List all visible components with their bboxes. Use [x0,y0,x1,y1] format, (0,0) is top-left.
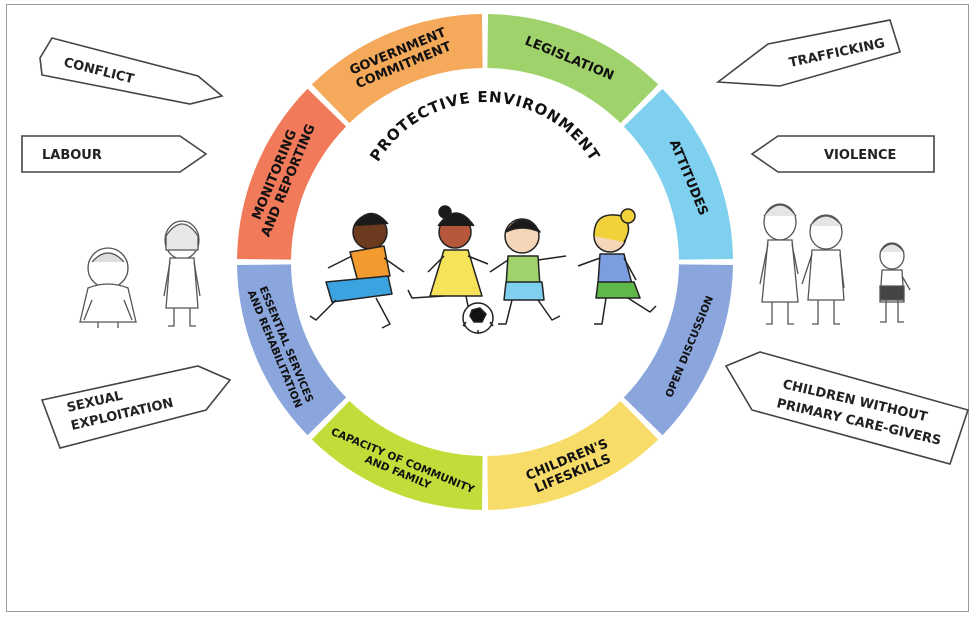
ring-segment-lifeskills [487,400,659,510]
ring-segment-services [237,264,347,436]
child-running-2 [407,205,489,327]
soccer-ball [462,302,494,334]
child-running-3 [489,218,567,325]
threat-arrow-conflict: CONFLICT [39,37,224,105]
threat-label-violence: VIOLENCE [824,148,896,163]
threat-label-labour: LABOUR [42,148,102,163]
ring-segment-open-discussion [623,264,733,436]
ring-segment-monitoring [237,88,347,260]
center-title-text: PROTECTIVE ENVIRONMENT [366,88,603,165]
threat-arrow-violence: VIOLENCE [750,135,935,173]
ring-segment-legislation [487,14,659,124]
ring-segment-attitudes [623,88,733,260]
protective-ring [237,14,733,510]
threat-arrow-trafficking: TRAFFICKING [715,19,902,87]
center-title: PROTECTIVE ENVIRONMENT [366,88,604,165]
threat-arrow-sexual-exploitation: SEXUAL EXPLOITATION [40,365,232,449]
sad-children-left-illustration [79,220,201,328]
threat-arrow-children-without-caregivers: CHILDREN WITHOUT PRIMARY CARE-GIVERS [724,351,970,465]
child-running-4 [577,208,657,325]
ring-segment-government [311,14,483,124]
sad-children-right-illustration [759,203,911,325]
threat-arrow-labour: LABOUR [21,135,208,173]
playing-children-illustration [309,205,657,334]
ring-segment-capacity [311,400,483,510]
child-running-1 [309,212,405,329]
